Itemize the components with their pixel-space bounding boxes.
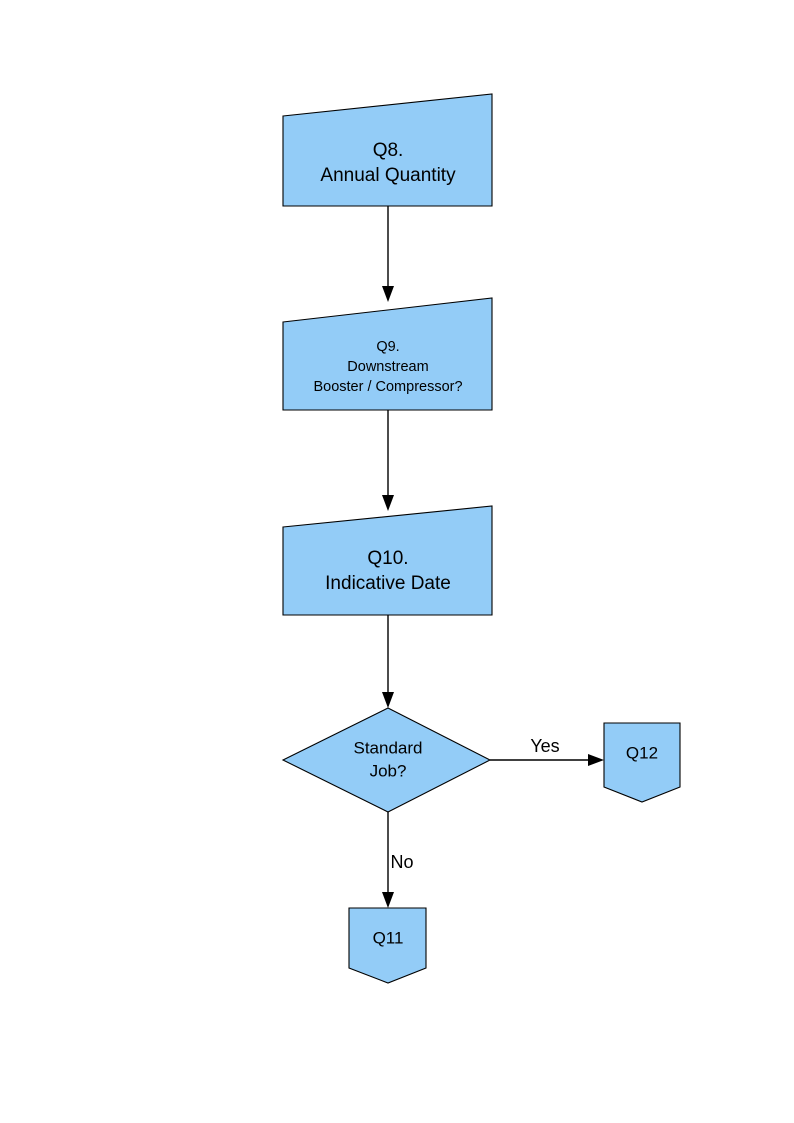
node-q10-shape[interactable] <box>282 505 493 616</box>
connector-decision-to-q12 <box>490 754 604 766</box>
node-q11-shape[interactable] <box>348 907 427 984</box>
node-q11-label: Q11 <box>373 928 404 947</box>
node-q12[interactable]: Q12 <box>603 722 681 803</box>
connector-q8-to-q9 <box>382 206 394 302</box>
node-q10[interactable]: Q10. Indicative Date <box>282 505 493 616</box>
node-decision-line1: Standard <box>354 738 423 757</box>
node-q9-line2: Downstream <box>347 359 428 375</box>
node-q8[interactable]: Q8. Annual Quantity <box>282 93 493 207</box>
arrow-head-decision <box>382 692 394 708</box>
node-q9-shape[interactable] <box>282 297 493 411</box>
edge-label-yes: Yes <box>530 736 559 756</box>
node-q12-shape[interactable] <box>603 722 681 803</box>
arrow-head-q12 <box>588 754 604 766</box>
node-q9[interactable]: Q9. Downstream Booster / Compressor? <box>282 297 493 411</box>
node-q9-line1: Q9. <box>376 339 399 355</box>
node-q12-label: Q12 <box>626 743 658 762</box>
node-q8-line2: Annual Quantity <box>320 165 456 186</box>
node-q10-line1: Q10. <box>367 548 408 569</box>
node-q8-line1: Q8. <box>373 140 404 161</box>
arrow-head-q11 <box>382 892 394 908</box>
connector-decision-to-q11 <box>382 812 394 908</box>
edge-label-no: No <box>390 852 413 872</box>
arrow-head-q10 <box>382 495 394 511</box>
node-q10-line2: Indicative Date <box>325 573 451 594</box>
connector-q9-to-q10 <box>382 410 394 511</box>
node-q11[interactable]: Q11 <box>348 907 427 984</box>
node-q8-shape[interactable] <box>282 93 493 207</box>
node-decision-shape[interactable] <box>281 707 492 813</box>
connector-q10-to-decision <box>382 615 394 708</box>
node-decision-standard-job[interactable]: Standard Job? <box>281 707 492 813</box>
node-decision-line2: Job? <box>370 761 407 780</box>
node-q9-line3: Booster / Compressor? <box>313 379 462 395</box>
arrow-head-q9 <box>382 286 394 302</box>
